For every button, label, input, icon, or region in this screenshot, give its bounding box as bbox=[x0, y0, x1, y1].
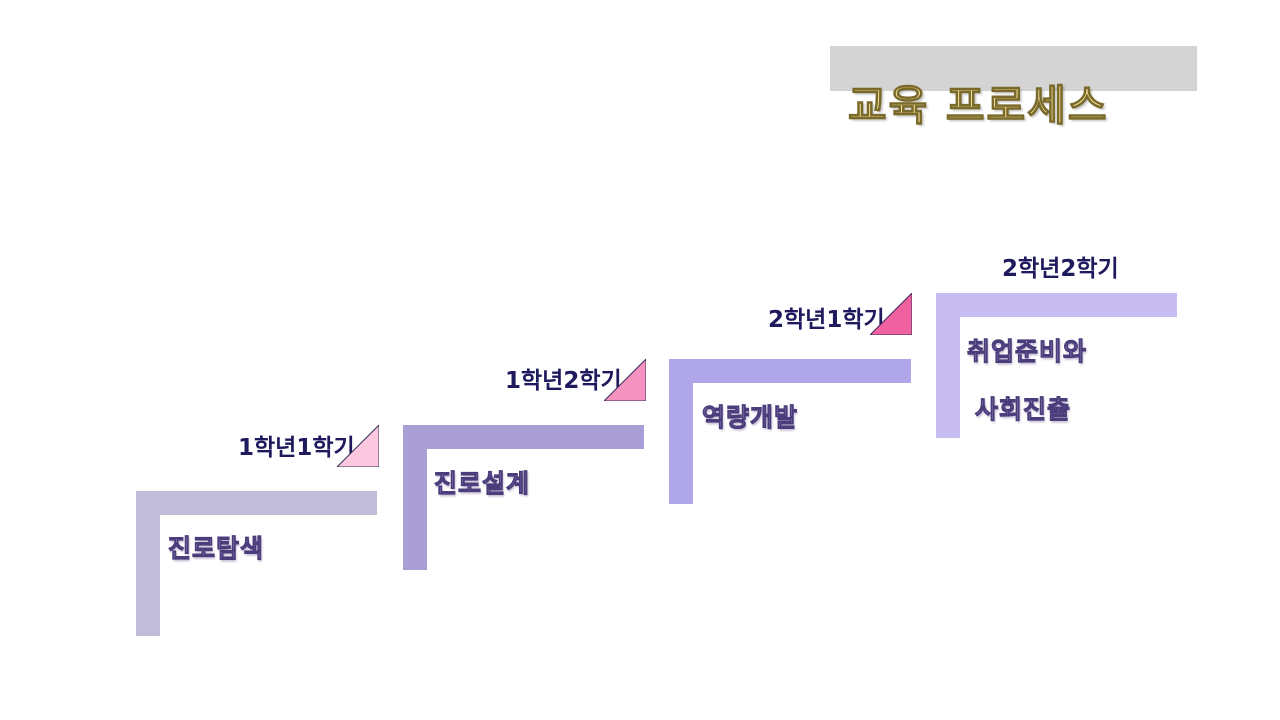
step-4-semester: 2학년2학기 bbox=[1002, 256, 1119, 282]
step-3-semester: 2학년1학기 bbox=[768, 307, 885, 333]
step-2-label: 진로설계 bbox=[433, 469, 531, 499]
step-3-corner-triangle bbox=[870, 293, 912, 335]
step-2-semester: 1학년2학기 bbox=[505, 368, 622, 394]
step-4-bar-vertical bbox=[936, 293, 960, 438]
title-banner-bar bbox=[830, 46, 1197, 91]
step-2-bar-vertical bbox=[403, 425, 427, 570]
step-4-label-line-2: 사회진출 bbox=[974, 395, 1072, 425]
step-3-label: 역량개발 bbox=[701, 403, 799, 433]
step-1-bar-horizontal bbox=[136, 491, 377, 515]
step-4-bar-horizontal bbox=[936, 293, 1177, 317]
step-3-bar-horizontal bbox=[669, 359, 911, 383]
step-1-corner-triangle bbox=[337, 425, 379, 467]
step-3-bar-vertical bbox=[669, 359, 693, 504]
step-4-label-line-1: 취업준비와 bbox=[966, 337, 1088, 367]
step-1-label: 진로탐색 bbox=[167, 534, 265, 564]
step-1-semester: 1학년1학기 bbox=[238, 435, 355, 461]
step-1-bar-vertical bbox=[136, 491, 160, 636]
step-2-bar-horizontal bbox=[403, 425, 644, 449]
page-title: 교육 프로세스 bbox=[847, 80, 1109, 130]
step-2-corner-triangle bbox=[604, 359, 646, 401]
